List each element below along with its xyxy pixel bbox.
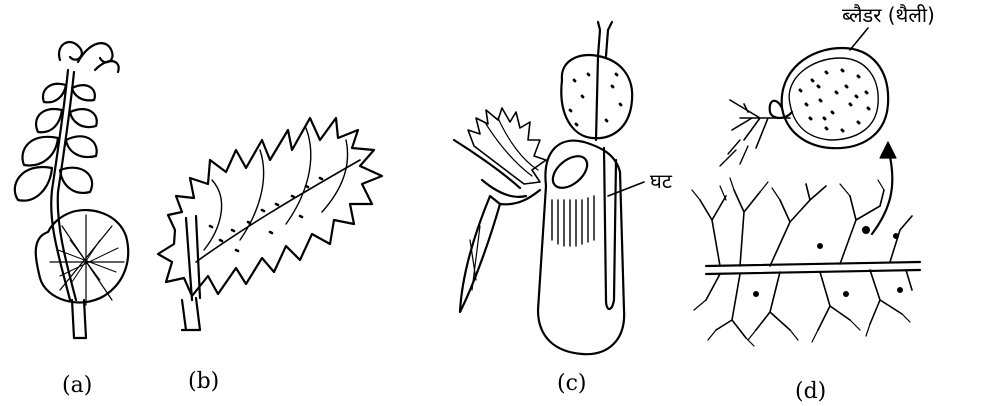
caption-d: (d)	[795, 379, 826, 404]
pitcher-label-leader	[608, 182, 644, 196]
pitcher-label: घट	[650, 169, 673, 193]
caption-b: (b)	[188, 369, 219, 394]
plant-d-drawing	[692, 28, 920, 346]
caption-a: (a)	[62, 373, 92, 398]
caption-c: (c)	[557, 371, 587, 396]
plant-a-drawing	[15, 42, 128, 338]
plant-b-drawing	[158, 118, 382, 330]
bladder-label: ब्लैडर (थैली)	[842, 3, 935, 27]
plant-c-drawing	[454, 22, 632, 354]
bladder-label-leader	[850, 28, 868, 50]
